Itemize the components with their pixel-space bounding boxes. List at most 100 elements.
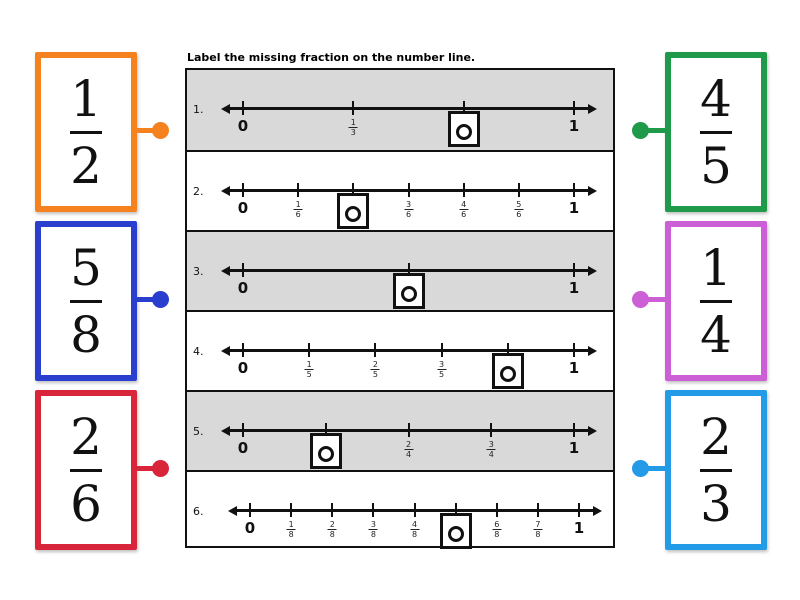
answer-drop-box[interactable] <box>447 111 480 147</box>
integer-label: 1 <box>568 439 580 457</box>
card-fraction-bar <box>700 299 732 303</box>
fraction-denominator: 8 <box>329 530 335 539</box>
empty-answer-icon <box>499 366 516 382</box>
fraction-bar <box>492 529 502 530</box>
arrow-left-icon <box>221 345 230 356</box>
fraction-numerator: 6 <box>494 520 500 529</box>
card-handle-dot[interactable] <box>152 122 169 139</box>
tick-mark <box>352 101 355 115</box>
card-connector <box>137 466 157 471</box>
fraction-bar <box>404 209 413 210</box>
tick-mark <box>413 503 416 517</box>
empty-answer-icon <box>345 206 362 222</box>
fraction-numerator: 1 <box>295 200 301 209</box>
arrow-right-icon <box>588 425 597 436</box>
card-denominator: 6 <box>70 474 102 533</box>
tick-mark <box>517 183 520 197</box>
card-fraction-bar <box>700 130 732 134</box>
fraction-bar <box>293 209 303 210</box>
card-handle-dot[interactable] <box>632 291 649 308</box>
empty-answer-icon <box>317 446 334 462</box>
empty-answer-icon <box>447 526 464 542</box>
fraction-denominator: 6 <box>461 210 467 219</box>
card-fraction-bar <box>70 130 102 134</box>
tick-mark <box>242 263 244 277</box>
answer-drop-box[interactable] <box>491 353 524 389</box>
fraction-numerator: 3 <box>370 520 376 529</box>
fraction-denominator: 8 <box>288 530 294 539</box>
tick-mark <box>372 503 375 517</box>
fraction-bar <box>348 127 358 128</box>
tick-mark <box>297 183 300 197</box>
fraction-denominator: 6 <box>295 210 301 219</box>
integer-label: 1 <box>568 359 580 377</box>
tick-mark <box>573 183 575 197</box>
fraction-bar <box>459 209 469 210</box>
fraction-denominator: 8 <box>535 530 541 539</box>
fraction-numerator: 2 <box>329 520 335 529</box>
integer-label: 1 <box>573 519 585 537</box>
arrow-left-icon <box>221 103 230 114</box>
card-numerator: 2 <box>70 407 102 466</box>
integer-label: 0 <box>237 279 249 297</box>
fraction-numerator: 3 <box>405 200 412 209</box>
arrow-left-icon <box>221 265 230 276</box>
tick-mark <box>440 343 443 357</box>
fraction-numerator: 7 <box>535 520 541 529</box>
tick-mark <box>407 183 410 197</box>
tick-mark <box>462 183 465 197</box>
answer-drop-box[interactable] <box>392 273 425 309</box>
fraction-bar <box>327 529 337 530</box>
tick-mark <box>242 343 244 357</box>
arrow-right-icon <box>588 103 597 114</box>
fraction-denominator: 5 <box>372 370 378 379</box>
fraction-bar <box>304 369 314 370</box>
integer-label: 1 <box>568 279 580 297</box>
number-line <box>227 107 590 110</box>
fraction-bar <box>368 529 378 530</box>
arrow-left-icon <box>221 425 230 436</box>
fraction-denominator: 5 <box>439 370 445 379</box>
card-handle-dot[interactable] <box>632 460 649 477</box>
card-denominator: 4 <box>700 305 732 364</box>
integer-label: 0 <box>237 439 249 457</box>
row-number: 4. <box>193 345 204 358</box>
card-handle-dot[interactable] <box>632 122 649 139</box>
card-handle-dot[interactable] <box>152 460 169 477</box>
tick-mark <box>290 503 293 517</box>
answer-drop-box[interactable] <box>439 513 472 549</box>
arrow-right-icon <box>588 185 597 196</box>
row-number: 5. <box>193 425 204 438</box>
card-connector <box>137 297 157 302</box>
number-line <box>227 349 590 352</box>
fraction-denominator: 8 <box>494 530 500 539</box>
fraction-numerator: 3 <box>488 440 494 449</box>
empty-answer-icon <box>400 286 417 302</box>
card-handle-dot[interactable] <box>152 291 169 308</box>
answer-drop-box[interactable] <box>309 433 342 469</box>
card-connector <box>642 297 665 302</box>
fraction-denominator: 4 <box>488 450 494 459</box>
empty-answer-icon <box>455 124 472 140</box>
tick-mark <box>308 343 311 357</box>
integer-label: 1 <box>568 199 580 217</box>
answer-drop-box[interactable] <box>337 193 370 229</box>
